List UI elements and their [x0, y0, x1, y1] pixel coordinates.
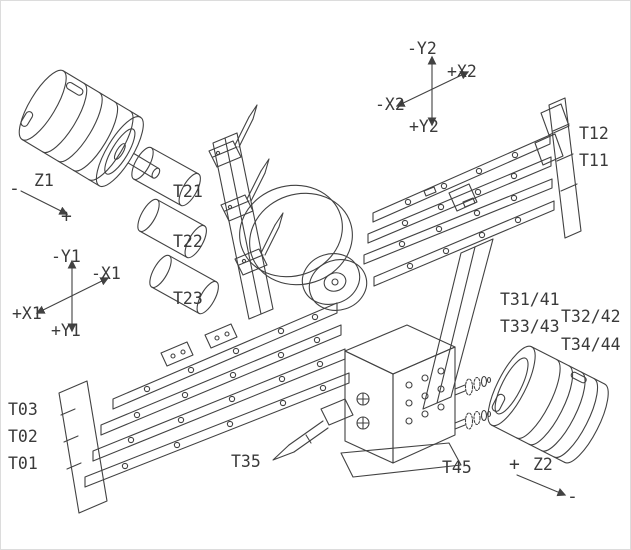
label-t03: T03: [8, 400, 38, 419]
pos-y2-label: +Y2: [409, 117, 439, 136]
upper-tool-rails: [363, 134, 555, 287]
rail-slide-block-b: [204, 323, 238, 349]
rail-bracket-t12: [540, 103, 570, 136]
z1-minus-label: -: [9, 178, 20, 199]
turret-disc: [239, 184, 368, 311]
rail-bracket-t11: [534, 133, 564, 166]
label-t01: T01: [8, 454, 38, 473]
drill-tool-t35: [272, 398, 354, 461]
x1y1-axis-cross: [35, 259, 110, 333]
lower-tool-rails: [84, 302, 350, 488]
neg-x2-label: -X2: [375, 95, 405, 114]
motor-front-face: [95, 116, 144, 188]
z1-plus-label: +: [61, 206, 72, 227]
motor-key-slot: [65, 81, 84, 96]
pos-y1-label: +Y1: [51, 321, 81, 340]
t22-holder-block: [220, 194, 254, 222]
block-top-face: [344, 324, 456, 375]
rail-support-plate: [534, 97, 582, 239]
rail-mid-bracket: [448, 183, 478, 212]
motor-back-face: [18, 69, 67, 141]
pos-x2-label: +X2: [447, 62, 477, 81]
label-t23: T23: [173, 289, 203, 308]
chuck-key-slot: [570, 371, 587, 384]
label-t32-42: T32/42: [561, 307, 621, 326]
label-t21: T21: [173, 182, 203, 201]
main-spindle-motor: [18, 69, 161, 188]
label-t34-44: T34/44: [561, 335, 621, 354]
label-t11: T11: [579, 151, 609, 170]
side-plate: [422, 238, 494, 410]
chuck-front-face: [487, 345, 536, 427]
z2-plus-label: +: [509, 454, 520, 475]
t35-holder: [320, 398, 354, 426]
t23-drill: [260, 224, 280, 256]
label-t35: T35: [231, 452, 261, 471]
motor-shaft: [127, 152, 160, 179]
label-t22: T22: [173, 232, 203, 251]
t21-drill: [234, 116, 254, 148]
label-t31-41: T31/41: [500, 290, 560, 309]
pos-x1-label: +X1: [12, 304, 42, 323]
tool-t23-assembly: [149, 212, 284, 315]
z1-axis-arrow: [20, 190, 69, 215]
rail-end-plate: [58, 380, 108, 514]
block-right-face: [392, 346, 456, 464]
block-front-face: [344, 350, 394, 464]
chuck-face-slot: [491, 393, 506, 412]
z2-axis-arrow: [516, 474, 567, 497]
neg-x1-label: -X1: [91, 264, 121, 283]
z2-label: Z2: [533, 455, 553, 474]
labels: - Z1 + -Y2 +X2 -X2 +Y2 T12 T11 T21 T22 T…: [8, 39, 621, 507]
label-t12: T12: [579, 124, 609, 143]
rail-slide-block-a: [160, 341, 194, 367]
live-tool-2: [454, 409, 492, 430]
label-t45: T45: [442, 458, 472, 477]
t21-holder-block: [208, 140, 242, 168]
z1-label: Z1: [34, 171, 54, 190]
neg-y1-label: -Y1: [51, 247, 81, 266]
live-tool-1: [454, 375, 492, 396]
motor-side-slot: [20, 111, 34, 127]
z2-minus-label: -: [567, 486, 578, 507]
t22-drill: [246, 170, 266, 202]
sub-spindle-chuck: [487, 345, 609, 464]
tool-t21-assembly: [131, 104, 258, 207]
neg-y2-label: -Y2: [407, 39, 437, 58]
block-base: [340, 442, 462, 478]
label-t02: T02: [8, 427, 38, 446]
live-tool-block: [340, 324, 462, 478]
x2y2-axis-cross: [395, 55, 470, 127]
tool-t22-assembly: [137, 158, 270, 259]
label-t33-43: T33/43: [500, 317, 560, 336]
gang-plate: [212, 132, 274, 320]
